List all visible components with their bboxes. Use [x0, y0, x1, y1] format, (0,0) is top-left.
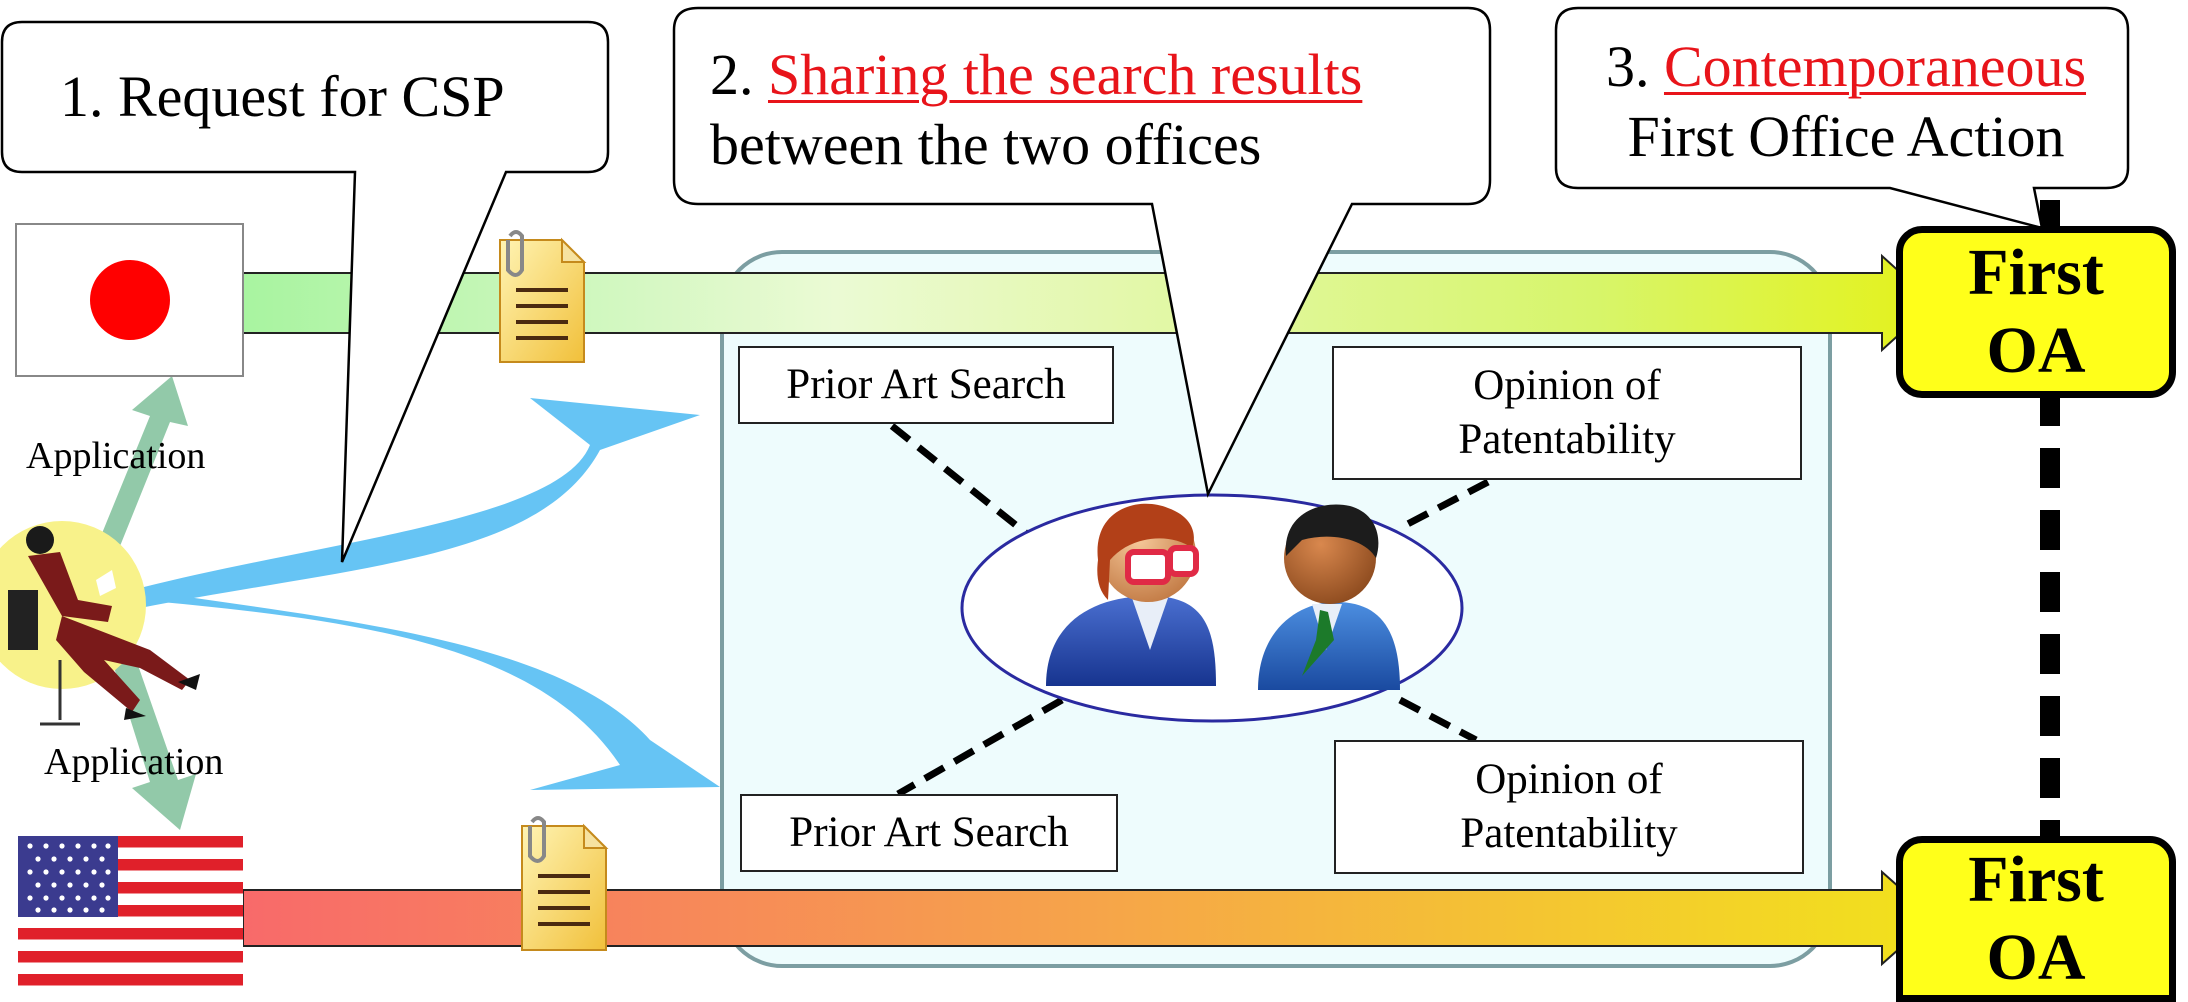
first-oa-jp-line2: OA — [1986, 314, 2086, 387]
first-oa-us-line1: First — [1968, 843, 2104, 916]
callout-sharing-highlight: Sharing the search results — [768, 42, 1363, 107]
opinion-label-us-line1: Opinion of — [1475, 756, 1663, 803]
share-arrow-lower — [140, 590, 720, 790]
callout-contemporaneous-line2: First Office Action — [1627, 104, 2065, 169]
share-arrow-upper — [140, 398, 700, 608]
first-oa-box-us: First OA — [1896, 836, 2176, 1002]
prior-art-search-label-us: Prior Art Search — [789, 809, 1069, 856]
jp-examiner-icon — [1046, 503, 1216, 686]
jp-document-icon — [499, 230, 587, 363]
japan-flag-icon — [15, 223, 244, 377]
first-oa-jp-line1: First — [1968, 236, 2104, 309]
callout-sharing-line2: between the two offices — [710, 112, 1262, 177]
prior-art-search-box-jp: Prior Art Search — [738, 346, 1114, 424]
callout-request-bubble — [0, 20, 610, 563]
opinion-box-jp: Opinion of Patentability — [1332, 346, 1802, 480]
callout-sharing-text: 2. Sharing the search results between th… — [710, 40, 1362, 180]
us-examiner-icon — [1258, 504, 1400, 690]
opinion-box-us: Opinion of Patentability — [1334, 740, 1804, 874]
opinion-label-jp-line1: Opinion of — [1473, 362, 1661, 409]
prior-art-search-label-jp: Prior Art Search — [786, 361, 1066, 408]
callout-request-text: 1. Request for CSP — [60, 64, 505, 129]
prior-art-search-box-us: Prior Art Search — [740, 794, 1118, 872]
callout-contemporaneous-bubble — [1554, 6, 2130, 230]
application-label-upper: Application — [26, 435, 206, 477]
callout-contemporaneous-text: 3. Contemporaneous First Office Action — [1586, 32, 2106, 172]
first-oa-us-line2: OA — [1986, 921, 2086, 994]
callout-contemporaneous-highlight: Contemporaneous — [1663, 34, 2087, 99]
callout-contemporaneous-prefix: 3. — [1605, 34, 1664, 99]
examiner-connectors — [889, 423, 1490, 798]
callout-sharing-prefix: 2. — [710, 42, 768, 107]
opinion-label-us-line2: Patentability — [1460, 810, 1678, 857]
applicant-icon — [0, 521, 200, 726]
us-document-icon — [521, 816, 609, 951]
callout-sharing-bubble — [672, 6, 1492, 498]
application-label-lower: Application — [44, 741, 224, 783]
opinion-label-jp-line2: Patentability — [1458, 416, 1676, 463]
app-arrow-up — [96, 376, 188, 556]
first-oa-box-jp: First OA — [1896, 226, 2176, 398]
us-flag-icon — [18, 836, 243, 986]
